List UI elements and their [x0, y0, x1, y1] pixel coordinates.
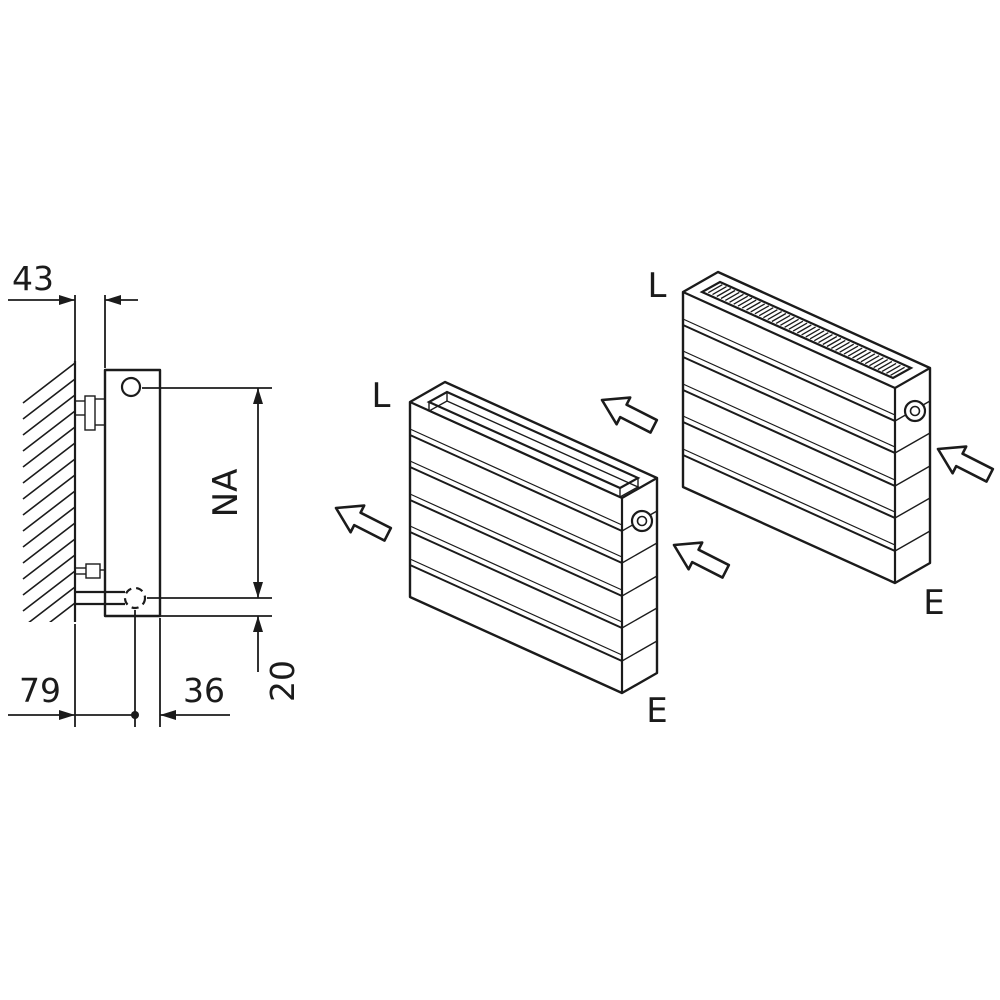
dim-arrow [105, 295, 121, 305]
dimension-36-label: 36 [183, 671, 225, 710]
lower-bracket [75, 563, 105, 579]
dim-dot [131, 711, 139, 719]
slat-lines [682, 318, 931, 552]
dim-arrow [59, 295, 75, 305]
flow-direction-arrow-icon [327, 493, 396, 549]
wall-hatch [22, 362, 75, 622]
radiator-outline [408, 380, 659, 695]
dimension-na: NA [142, 387, 272, 599]
slat-lines [409, 428, 658, 662]
side-connection-boss [903, 399, 927, 423]
radiator-outline [681, 270, 932, 585]
dim-arrow [160, 710, 176, 720]
radiator-body-profile [103, 368, 162, 618]
inlet-label-back: L [648, 266, 667, 306]
outlet-label-front: E [646, 691, 667, 731]
dimension-20: 20 [160, 615, 302, 702]
dimension-79-36: 79 36 [8, 610, 230, 727]
side-connection-boss-inner [636, 515, 648, 527]
grille-fins [707, 284, 905, 376]
upper-bracket [75, 395, 105, 431]
radiator-side-profile [75, 368, 162, 618]
dimension-20-label: 20 [263, 660, 302, 702]
isometric-radiator-front: L E [327, 376, 734, 731]
dim-arrow [59, 710, 75, 720]
pipe-connection-dashed-circle [123, 586, 147, 610]
side-connection-boss [630, 509, 654, 533]
wall [22, 361, 77, 622]
isometric-radiator-back: L E [593, 266, 998, 623]
dimension-79-label: 79 [19, 671, 61, 710]
flow-direction-arrow-icon [593, 385, 662, 441]
dimension-43-label: 43 [12, 259, 54, 298]
dimension-na-label: NA [206, 469, 246, 518]
side-view: 43 NA 20 79 36 [8, 259, 302, 727]
dim-arrow [253, 582, 263, 598]
air-vent-circle [120, 376, 142, 398]
flow-direction-arrow-icon [929, 434, 998, 490]
top-grille [699, 280, 914, 380]
inlet-label-front: L [372, 376, 391, 416]
dimension-43: 43 [8, 259, 138, 368]
dim-arrow [253, 388, 263, 404]
outlet-label-back: E [923, 583, 944, 623]
dim-arrow [253, 616, 263, 632]
top-opening [426, 390, 641, 498]
side-connection-boss-inner [909, 405, 921, 417]
flow-direction-arrow-icon [665, 530, 734, 586]
